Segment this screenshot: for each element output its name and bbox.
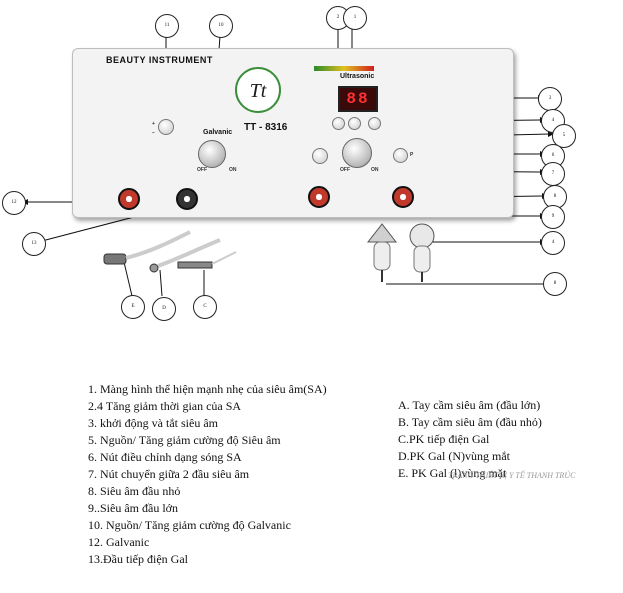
brand-logo: Tt <box>235 67 281 113</box>
callout-8b: 8 <box>543 272 567 296</box>
galvanic-accessories <box>103 230 237 273</box>
ultrasonic-small-head-socket[interactable] <box>392 186 414 208</box>
legend-left: 1. Màng hình thể hiện mạnh nhẹ của siêu … <box>88 382 327 569</box>
galvanic-on-label: ON <box>229 167 237 173</box>
intensity-bar <box>314 66 374 71</box>
polarity-switch[interactable] <box>158 119 174 135</box>
head-switch-button[interactable] <box>312 148 328 164</box>
ultrasonic-intensity-knob[interactable] <box>342 138 372 168</box>
legend-item: A. Tay cầm siêu âm (đầu lớn) <box>398 398 541 412</box>
ultrasonic-label: Ultrasonic <box>340 73 375 80</box>
logo-text: Tt <box>250 80 267 102</box>
legend-item: C.PK tiếp điện Gal <box>398 432 490 446</box>
device-brand: BEAUTY INSTRUMENT <box>106 55 213 65</box>
device-panel <box>72 48 514 218</box>
legend-item: 12. Galvanic <box>88 535 150 549</box>
callout-7: 7 <box>541 162 565 186</box>
galvanic-output-socket[interactable] <box>118 188 140 210</box>
time-down-button[interactable] <box>368 117 381 130</box>
time-up-button[interactable] <box>332 117 345 130</box>
ultrasonic-off-label: OFF <box>340 167 350 173</box>
legend-right: A. Tay cầm siêu âm (đầu lớn) B. Tay cầm … <box>398 398 542 483</box>
plus-label: + <box>152 121 155 127</box>
ultrasonic-handpieces <box>366 223 435 282</box>
legend-item: E. PK Gal (l)vùng mặt <box>398 466 507 480</box>
ultrasonic-display: 88 <box>338 86 378 112</box>
ultrasonic-on-label: ON <box>371 167 379 173</box>
callout-C: C <box>193 295 217 319</box>
legend-item: 13.Đầu tiếp điện Gal <box>88 552 188 566</box>
legend-item: 1. Màng hình thể hiện mạnh nhẹ của siêu … <box>88 382 327 396</box>
galvanic-label: Galvanic <box>203 129 233 136</box>
callout-11: 11 <box>155 14 179 38</box>
galvanic-off-label: OFF <box>197 167 207 173</box>
callout-1: 1 <box>343 6 367 30</box>
watermark: TRANG THIẾT BỊ Y TẾ THANH TRÚC <box>448 471 576 480</box>
callout-E: E <box>121 295 145 319</box>
waveform-button[interactable] <box>393 148 408 163</box>
mode-label: P <box>410 152 414 158</box>
callout-10: 10 <box>209 14 233 38</box>
callout-5: 5 <box>552 124 576 148</box>
legend-item: 7. Nút chuyển giữa 2 đầu siêu âm <box>88 467 250 481</box>
legend-item: B. Tay cầm siêu âm (đầu nhỏ) <box>398 415 542 429</box>
callout-9: 9 <box>541 205 565 229</box>
legend-item: 8. Siêu âm đầu nhỏ <box>88 484 181 498</box>
minus-label: − <box>152 130 155 136</box>
legend-item: 10. Nguồn/ Tăng giảm cường độ Galvanic <box>88 518 291 532</box>
ultrasonic-large-head-socket[interactable] <box>308 186 330 208</box>
legend-item: 5. Nguồn/ Tăng giảm cường độ Siêu âm <box>88 433 281 447</box>
callout-3: 3 <box>538 87 562 111</box>
galvanic-electrode-socket[interactable] <box>176 188 198 210</box>
callout-4b: 4 <box>541 231 565 255</box>
legend-item: 9..Siêu âm đầu lớn <box>88 501 178 515</box>
start-stop-button[interactable] <box>348 117 361 130</box>
legend-item: 6. Nút điều chỉnh dạng sóng SA <box>88 450 242 464</box>
callout-D: D <box>152 297 176 321</box>
callout-13: 13 <box>22 232 46 256</box>
legend-item: 2.4 Tăng giảm thời gian của SA <box>88 399 242 413</box>
device-model: TT - 8316 <box>244 122 288 133</box>
legend-item: D.PK Gal (N)vùng mắt <box>398 449 510 463</box>
galvanic-intensity-knob[interactable] <box>198 140 226 168</box>
legend-item: 3. khởi động và tắt siêu âm <box>88 416 218 430</box>
callout-12: 12 <box>2 191 26 215</box>
